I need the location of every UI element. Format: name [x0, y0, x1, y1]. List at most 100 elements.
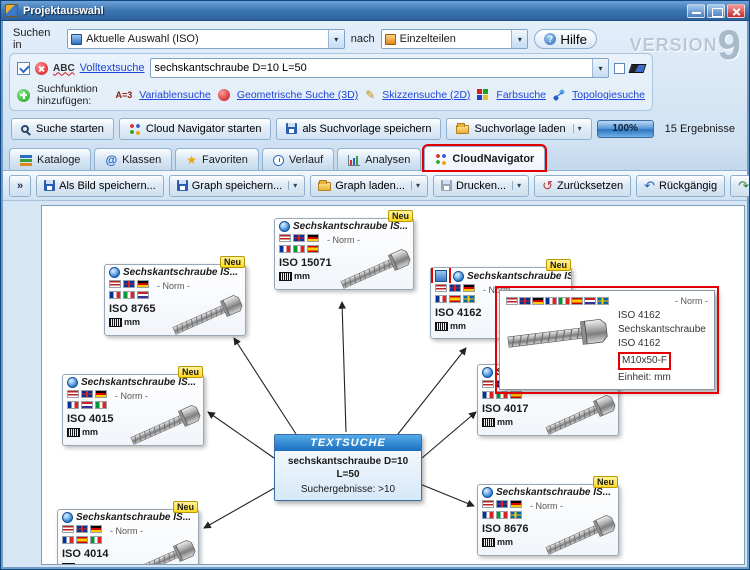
part-card-iso-4015[interactable]: Neu Sechskantschraube IS... - Norm - ISO…	[62, 366, 204, 446]
tooltip-unit: Einheit: mm	[618, 372, 671, 383]
globe-icon	[482, 487, 493, 498]
fulltext-checkbox[interactable]	[17, 61, 30, 75]
norm-label: - Norm -	[110, 526, 143, 536]
add-icon[interactable]	[17, 88, 30, 102]
chevron-down-icon[interactable]: ▾	[288, 181, 297, 190]
neu-badge: Neu	[387, 210, 413, 222]
part-card-iso-8765[interactable]: Neu Sechskantschraube IS... - Norm - ISO…	[104, 256, 246, 336]
target-select[interactable]: Einzelteilen ▾	[380, 29, 529, 49]
part-tooltip: - Norm - ISO 4162 Sechskantschraube ISO …	[495, 286, 719, 394]
chevron-down-icon[interactable]: ▾	[327, 30, 344, 48]
tab-label: Analysen	[365, 154, 411, 166]
tab-verlauf[interactable]: Verlauf	[261, 148, 335, 170]
scope-select[interactable]: Aktuelle Auswahl (ISO) ▾	[67, 29, 345, 49]
chevron-down-icon[interactable]: ▾	[572, 124, 582, 133]
volltextsuche-link[interactable]: Volltextsuche	[79, 62, 145, 74]
part-title: Sechskantschraube IS...	[76, 512, 192, 523]
suche-starten-button[interactable]: Suche starten	[11, 117, 114, 140]
part-card-iso-8676[interactable]: Neu Sechskantschraube IS... - Norm - ISO…	[477, 476, 619, 556]
query-line: sechskantschraube D=10	[287, 456, 409, 467]
tab-klassen[interactable]: @ Klassen	[94, 148, 173, 170]
chevron-down-icon[interactable]: ▾	[592, 59, 608, 77]
fulltext-row: ABC Volltextsuche ▾	[17, 58, 647, 78]
option-checkbox[interactable]	[614, 62, 625, 74]
flag-icon	[510, 500, 522, 508]
flag-icon	[90, 536, 102, 544]
tab-label: CloudNavigator	[452, 153, 535, 165]
abc-icon: ABC	[53, 62, 75, 74]
flag-icon	[449, 295, 461, 303]
eraser-icon[interactable]	[628, 63, 647, 73]
cloud-navigator-canvas[interactable]: Neu Sechskantschraube IS... - Norm - ISO…	[41, 205, 745, 565]
query-input[interactable]	[150, 62, 592, 74]
query-combobox[interactable]: ▾	[149, 58, 609, 78]
suchvorlage-speichern-button[interactable]: als Suchvorlage speichern	[276, 117, 442, 140]
variablensuche-link[interactable]: Variablensuche	[139, 89, 211, 101]
button-label: Rückgängig	[658, 179, 718, 192]
norm-label: - Norm -	[157, 281, 190, 291]
unit-badge: mm	[482, 537, 614, 547]
suchvorlage-laden-button[interactable]: Suchvorlage laden ▾	[446, 117, 592, 140]
geometry-search-icon	[217, 89, 230, 101]
cloud-navigator-starten-button[interactable]: Cloud Navigator starten	[118, 117, 272, 140]
button-label: Graph laden...	[335, 179, 405, 192]
globe-icon	[62, 512, 73, 523]
chevrons-right-icon: »	[17, 179, 24, 192]
help-button[interactable]: ? Hilfe	[534, 29, 597, 49]
barcode-icon	[279, 271, 292, 281]
tab-cloudnavigator[interactable]: CloudNavigator	[422, 144, 548, 172]
skizzensuche-link[interactable]: Skizzensuche (2D)	[382, 89, 471, 101]
tab-favoriten[interactable]: ★ Favoriten	[175, 148, 259, 170]
farbsuche-link[interactable]: Farbsuche	[496, 89, 547, 101]
norm-label: - Norm -	[327, 235, 360, 245]
barcode-icon	[482, 417, 495, 427]
textsuche-node[interactable]: TEXTSUCHE sechskantschraube D=10 L=50 Su…	[274, 434, 422, 501]
als-bild-speichern-button[interactable]: Als Bild speichern...	[36, 174, 164, 197]
flag-icon	[510, 511, 522, 519]
flag-icon	[506, 296, 518, 305]
vorwaerts-button[interactable]: ↷ Vorwärts	[730, 174, 749, 197]
unit-badge: mm	[109, 317, 241, 327]
tab-analysen[interactable]: Analysen	[337, 148, 422, 170]
flag-icon	[496, 500, 508, 508]
redo-icon: ↷	[738, 178, 749, 193]
drucken-button[interactable]: Drucken... ▾	[432, 174, 530, 197]
neu-badge: Neu	[172, 501, 198, 513]
chevron-down-icon[interactable]: ▾	[410, 181, 420, 190]
barcode-icon	[482, 537, 495, 547]
flag-icon	[81, 390, 93, 398]
flag-icon	[482, 511, 494, 519]
part-card-iso-15071[interactable]: Neu Sechskantschraube IS... - Norm - ISO…	[274, 210, 414, 290]
graph-laden-button[interactable]: Graph laden... ▾	[310, 174, 428, 197]
rueckgaengig-button[interactable]: ↶ Rückgängig	[636, 174, 726, 197]
part-card-iso-4014[interactable]: Neu Sechskantschraube IS... - Norm - ISO…	[57, 501, 199, 564]
flags	[482, 500, 523, 521]
flag-icon	[463, 284, 475, 292]
remove-search-icon[interactable]	[35, 61, 48, 75]
minimize-button[interactable]	[687, 3, 705, 18]
geometrische-suche-link[interactable]: Geometrische Suche (3D)	[236, 89, 359, 101]
flag-icon	[597, 296, 609, 305]
maximize-button[interactable]	[707, 3, 725, 18]
chevron-down-icon[interactable]: ▾	[512, 181, 521, 190]
norm-label: - Norm -	[675, 296, 708, 306]
graph-speichern-button[interactable]: Graph speichern... ▾	[168, 174, 306, 197]
flag-icon	[109, 280, 121, 288]
zuruecksetzen-button[interactable]: ↺ Zurücksetzen	[534, 174, 632, 197]
titlebar[interactable]: Projektauswahl	[1, 1, 749, 21]
flags	[279, 234, 320, 255]
globe-icon	[279, 221, 290, 232]
selection-pin-icon[interactable]	[431, 268, 451, 283]
chevron-down-icon[interactable]: ▾	[511, 30, 528, 48]
flags	[435, 284, 476, 305]
flag-icon	[482, 380, 494, 388]
expand-sidebar-button[interactable]: »	[9, 174, 32, 197]
close-button[interactable]	[727, 3, 745, 18]
iso-number: ISO 4014	[62, 548, 109, 560]
tab-kataloge[interactable]: Kataloge	[9, 148, 92, 170]
cloud-navigator-icon	[435, 153, 448, 165]
tabbar: Kataloge @ Klassen ★ Favoriten Verlauf A…	[3, 144, 747, 172]
tab-label: Kataloge	[37, 154, 81, 166]
topologiesuche-link[interactable]: Topologiesuche	[572, 89, 645, 101]
